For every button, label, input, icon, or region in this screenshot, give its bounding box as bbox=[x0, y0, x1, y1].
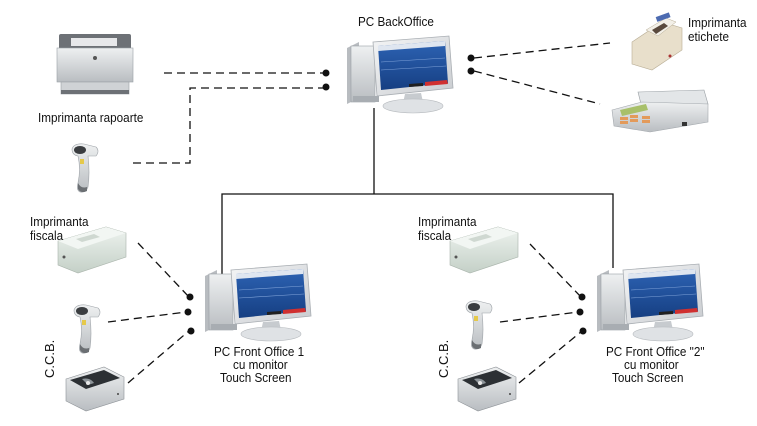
front1-label-line1: PC Front Office 1 bbox=[214, 344, 305, 359]
port-dot bbox=[467, 54, 475, 62]
label-scale-icon bbox=[611, 89, 709, 133]
fiscal-printer-icon bbox=[57, 226, 127, 274]
port-dot bbox=[322, 69, 330, 77]
port-dot bbox=[322, 83, 330, 91]
ccb1-label: C.C.B. bbox=[42, 339, 57, 378]
fiscal1-label-line1: Imprimanta bbox=[30, 214, 89, 229]
edge-scanner1-front1 bbox=[107, 311, 187, 323]
barcode-scanner-icon bbox=[465, 300, 493, 350]
port-dot bbox=[576, 308, 584, 316]
cash-drawer-icon bbox=[65, 366, 125, 412]
touchscreen-pc-icon bbox=[596, 263, 704, 342]
edge-ccb1-front1 bbox=[127, 329, 191, 384]
fiscal2-label-line1: Imprimanta bbox=[418, 214, 477, 229]
port-dot bbox=[187, 327, 195, 335]
touchscreen-pc-icon bbox=[204, 263, 312, 342]
edge-scale-backoffice bbox=[473, 70, 601, 105]
front2-label-line1: PC Front Office "2" bbox=[606, 344, 705, 359]
label-printer-icon bbox=[631, 12, 683, 71]
edge-scanner2-front2 bbox=[499, 311, 579, 323]
port-dot bbox=[184, 308, 192, 316]
port-dot bbox=[579, 327, 587, 335]
connections bbox=[107, 42, 614, 384]
label-printer-label-line2: etichete bbox=[688, 29, 729, 44]
port-dot bbox=[186, 293, 194, 301]
report-printer-label: Imprimanta rapoarte bbox=[38, 110, 144, 125]
port-dot bbox=[467, 67, 475, 75]
barcode-scanner-icon bbox=[71, 143, 99, 193]
desktop-pc-icon bbox=[346, 35, 454, 114]
laser-printer-icon bbox=[56, 34, 134, 95]
front1-label-line2: cu monitor bbox=[233, 357, 288, 372]
backoffice-label: PC BackOffice bbox=[358, 14, 434, 29]
front2-label-line3: Touch Screen bbox=[612, 370, 684, 385]
barcode-scanner-icon bbox=[73, 304, 101, 354]
label-printer-label-line1: Imprimanta bbox=[688, 15, 747, 30]
ccb2-label: C.C.B. bbox=[436, 339, 451, 378]
port-dot bbox=[578, 293, 586, 301]
fiscal2-label-line2: fiscala bbox=[418, 228, 452, 243]
edge-fiscal2-front2 bbox=[529, 243, 582, 298]
edge-backoffice-front-tree bbox=[221, 108, 614, 296]
fiscal1-label-line2: fiscala bbox=[30, 228, 64, 243]
connector-dots bbox=[184, 54, 587, 335]
edge-label-printer-backoffice bbox=[473, 42, 611, 59]
front2-label-line2: cu monitor bbox=[624, 357, 679, 372]
cash-drawer-icon bbox=[457, 366, 517, 412]
fiscal-printer-icon bbox=[449, 226, 519, 274]
edge-scanner-backoffice bbox=[133, 87, 325, 164]
edge-fiscal1-front1 bbox=[137, 242, 190, 298]
edge-ccb2-front2 bbox=[518, 330, 583, 384]
front1-label-line3: Touch Screen bbox=[220, 370, 292, 385]
